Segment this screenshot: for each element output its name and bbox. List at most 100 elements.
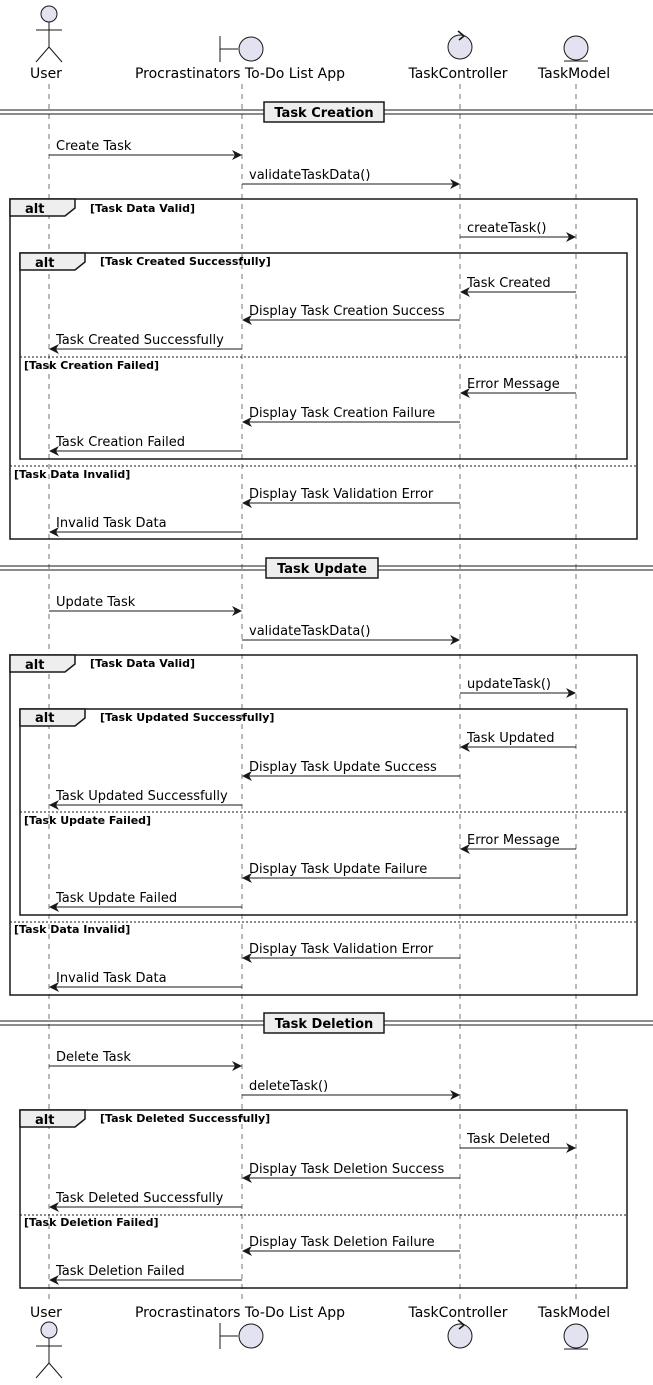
alt-fragment-creation-inner: alt [Task Created Successfully] [Task Cr… bbox=[19, 252, 628, 460]
message-label: Display Task Validation Error bbox=[249, 487, 434, 502]
message-21: Display Task Validation Error bbox=[242, 942, 460, 963]
alt-fragment-deletion: alt [Task Deleted Successfully] [Task De… bbox=[19, 1109, 628, 1289]
message-23: Delete Task bbox=[49, 1050, 242, 1071]
fragment-keyword: alt bbox=[25, 202, 44, 217]
message-label: Invalid Task Data bbox=[56, 516, 167, 531]
participant-controller-label-bottom: TaskController bbox=[407, 1305, 507, 1321]
message-22: Invalid Task Data bbox=[49, 971, 242, 992]
actor-icon bbox=[35, 1321, 63, 1379]
message-label: validateTaskData() bbox=[249, 168, 370, 183]
participants-top: User Procrastinators To-Do List App Task… bbox=[30, 5, 610, 82]
message-27: Task Deleted Successfully bbox=[49, 1191, 242, 1212]
fragment-else-condition: [Task Creation Failed] bbox=[24, 359, 159, 372]
fragment-condition: [Task Deleted Successfully] bbox=[100, 1112, 270, 1125]
message-28: Display Task Deletion Failure bbox=[242, 1235, 460, 1256]
message-label: Delete Task bbox=[56, 1050, 131, 1065]
fragment-else-condition: [Task Update Failed] bbox=[24, 814, 151, 827]
divider-label: Task Update bbox=[277, 562, 367, 577]
divider-task-deletion: Task Deletion bbox=[0, 1012, 653, 1034]
fragment-keyword: alt bbox=[35, 711, 54, 726]
message-label: createTask() bbox=[467, 221, 546, 236]
participant-controller-label: TaskController bbox=[407, 66, 507, 82]
participant-user-label-bottom: User bbox=[30, 1305, 62, 1321]
message-label: Invalid Task Data bbox=[56, 971, 167, 986]
message-label: updateTask() bbox=[467, 677, 551, 692]
divider-label: Task Creation bbox=[274, 106, 373, 121]
message-label: Display Task Update Failure bbox=[249, 862, 427, 877]
message-29: Task Deletion Failed bbox=[49, 1264, 242, 1285]
message-26: Display Task Deletion Success bbox=[242, 1162, 460, 1183]
message-19: Display Task Update Failure bbox=[242, 862, 460, 883]
message-label: Task Created bbox=[466, 276, 551, 291]
participant-app-label: Procrastinators To-Do List App bbox=[135, 66, 345, 82]
messages: Create Task validateTaskData() createTask(… bbox=[49, 139, 576, 1285]
lifelines bbox=[48, 84, 577, 1300]
message-18: Error Message bbox=[460, 833, 576, 854]
fragment-keyword: alt bbox=[25, 658, 44, 673]
fragment-condition: [Task Data Valid] bbox=[90, 657, 195, 670]
control-icon bbox=[447, 1319, 473, 1349]
message-label: Error Message bbox=[467, 377, 560, 392]
actor-icon bbox=[35, 5, 63, 63]
message-label: Update Task bbox=[56, 595, 136, 610]
message-label: deleteTask() bbox=[249, 1079, 328, 1094]
message-10: Display Task Validation Error bbox=[242, 487, 460, 508]
message-25: Task Deleted bbox=[460, 1132, 576, 1153]
participant-model-label: TaskModel bbox=[537, 66, 610, 82]
message-label: Task Deleted bbox=[466, 1132, 550, 1147]
participant-app-label-bottom: Procrastinators To-Do List App bbox=[135, 1305, 345, 1321]
message-label: validateTaskData() bbox=[249, 624, 370, 639]
message-9: Task Creation Failed bbox=[49, 435, 242, 456]
divider-label: Task Deletion bbox=[275, 1017, 374, 1032]
message-17: Task Updated Successfully bbox=[49, 789, 242, 810]
message-12: Update Task bbox=[49, 595, 242, 616]
message-4: Task Created bbox=[460, 276, 576, 297]
alt-fragment-update-outer: alt [Task Data Valid] [Task Data Invalid… bbox=[9, 654, 638, 996]
entity-icon bbox=[563, 1323, 589, 1350]
entity-icon bbox=[563, 35, 589, 62]
message-3: createTask() bbox=[460, 221, 576, 242]
message-label: Create Task bbox=[56, 139, 132, 154]
message-label: Display Task Update Success bbox=[249, 760, 437, 775]
message-label: Task Updated Successfully bbox=[55, 789, 228, 804]
message-label: Error Message bbox=[467, 833, 560, 848]
message-13: validateTaskData() bbox=[242, 624, 460, 645]
message-8: Display Task Creation Failure bbox=[242, 406, 460, 427]
message-label: Display Task Deletion Success bbox=[249, 1162, 444, 1177]
message-label: Display Task Creation Failure bbox=[249, 406, 435, 421]
message-label: Task Update Failed bbox=[55, 891, 177, 906]
participant-model-label-bottom: TaskModel bbox=[537, 1305, 610, 1321]
message-20: Task Update Failed bbox=[49, 891, 242, 912]
boundary-icon bbox=[219, 36, 264, 62]
fragment-else-condition: [Task Deletion Failed] bbox=[24, 1216, 159, 1229]
message-label: Task Updated bbox=[466, 731, 555, 746]
message-label: Display Task Validation Error bbox=[249, 942, 434, 957]
message-label: Task Deleted Successfully bbox=[55, 1191, 224, 1206]
fragment-condition: [Task Data Valid] bbox=[90, 202, 195, 215]
alt-fragment-update-inner: alt [Task Updated Successfully] [Task Up… bbox=[19, 708, 628, 916]
message-5: Display Task Creation Success bbox=[242, 304, 460, 325]
message-label: Task Deletion Failed bbox=[55, 1264, 185, 1279]
message-24: deleteTask() bbox=[242, 1079, 460, 1100]
message-7: Error Message bbox=[460, 377, 576, 398]
message-label: Display Task Creation Success bbox=[249, 304, 445, 319]
message-1: Create Task bbox=[49, 139, 242, 160]
divider-task-creation: Task Creation bbox=[0, 101, 653, 123]
participants-bottom: User Procrastinators To-Do List App Task… bbox=[30, 1305, 610, 1379]
alt-fragment-creation-outer: alt [Task Data Valid] [Task Data Invalid… bbox=[9, 198, 638, 540]
message-15: Task Updated bbox=[460, 731, 576, 752]
message-14: updateTask() bbox=[460, 677, 576, 698]
message-16: Display Task Update Success bbox=[242, 760, 460, 781]
message-2: validateTaskData() bbox=[242, 168, 460, 189]
message-label: Task Creation Failed bbox=[55, 435, 185, 450]
fragment-else-condition: [Task Data Invalid] bbox=[14, 923, 130, 936]
control-icon bbox=[447, 30, 473, 60]
message-6: Task Created Successfully bbox=[49, 333, 242, 354]
fragment-else-condition: [Task Data Invalid] bbox=[14, 468, 130, 481]
fragment-keyword: alt bbox=[35, 1113, 54, 1128]
message-label: Display Task Deletion Failure bbox=[249, 1235, 435, 1250]
participant-user-label: User bbox=[30, 66, 62, 82]
fragment-keyword: alt bbox=[35, 256, 54, 271]
message-11: Invalid Task Data bbox=[49, 516, 242, 537]
